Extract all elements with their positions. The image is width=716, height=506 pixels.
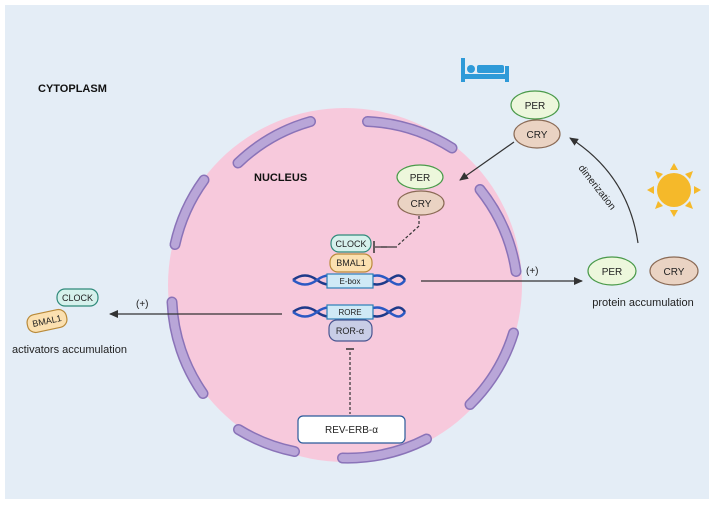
membrane-segment-inner xyxy=(338,435,431,463)
ebox-label: E-box xyxy=(340,277,361,286)
clock-protein-nucleus: CLOCK xyxy=(330,234,372,253)
dna-helix-ebox: E-box xyxy=(292,273,407,289)
rore-element xyxy=(326,304,374,320)
cry-label: CRY xyxy=(527,130,548,141)
bmal1-protein-nucleus: BMAL1 xyxy=(329,253,373,273)
plus-right-label: (+) xyxy=(526,266,539,277)
bed-icon xyxy=(461,58,509,82)
membrane-segment-inner xyxy=(234,117,315,167)
per-protein-cytoplasm: PER xyxy=(510,90,560,120)
dimerization-arrow xyxy=(569,137,639,244)
rev-erb-alpha-protein: REV-ERB-α xyxy=(297,415,406,444)
cry-protein-cytoplasm: CRY xyxy=(513,119,561,149)
bmal1-protein-accumulated: BMAL1 xyxy=(26,308,68,334)
per-label: PER xyxy=(525,101,546,112)
ror-alpha-label: ROR-α xyxy=(336,326,364,336)
membrane-segment-inner xyxy=(168,298,207,398)
nuclear-import-arrow xyxy=(459,141,515,181)
membrane-segment-inner xyxy=(466,329,518,409)
clock-label: CLOCK xyxy=(62,293,93,303)
clock-protein-accumulated: CLOCK xyxy=(56,288,99,307)
membrane-segment-inner xyxy=(234,425,299,456)
activators-accumulation-label: activators accumulation xyxy=(12,344,127,356)
bmal1-label: BMAL1 xyxy=(336,258,366,268)
plus-left-label: (+) xyxy=(136,299,149,310)
membrane-segment-inner xyxy=(171,176,208,249)
per-label: PER xyxy=(602,267,623,278)
membrane-segment-inner xyxy=(363,117,456,152)
protein-accumulation-label: protein accumulation xyxy=(592,297,694,309)
nuclear-membrane xyxy=(166,116,522,464)
membrane-segment-inner xyxy=(476,185,520,276)
cytoplasm-label: CYTOPLASM xyxy=(38,83,107,95)
ebox-element xyxy=(326,273,374,289)
dna-helix-rore: RORE xyxy=(292,304,407,320)
clock-label: CLOCK xyxy=(335,239,366,249)
per-protein-accumulated: PER xyxy=(587,256,637,286)
cry-label: CRY xyxy=(411,199,432,210)
cry-protein-accumulated: CRY xyxy=(649,256,699,286)
nucleus-label: NUCLEUS xyxy=(254,172,307,184)
per-label: PER xyxy=(410,173,431,184)
rore-label: RORE xyxy=(338,308,361,317)
cry-label: CRY xyxy=(664,267,685,278)
rev-erb-alpha-label: REV-ERB-α xyxy=(325,425,378,436)
per-protein-nucleus: PER xyxy=(396,164,444,190)
cry-protein-nucleus: CRY xyxy=(397,190,445,216)
ror-alpha-protein: ROR-α xyxy=(328,319,373,342)
per-cry-inhibition-line xyxy=(396,216,420,247)
sun-icon xyxy=(647,163,701,217)
